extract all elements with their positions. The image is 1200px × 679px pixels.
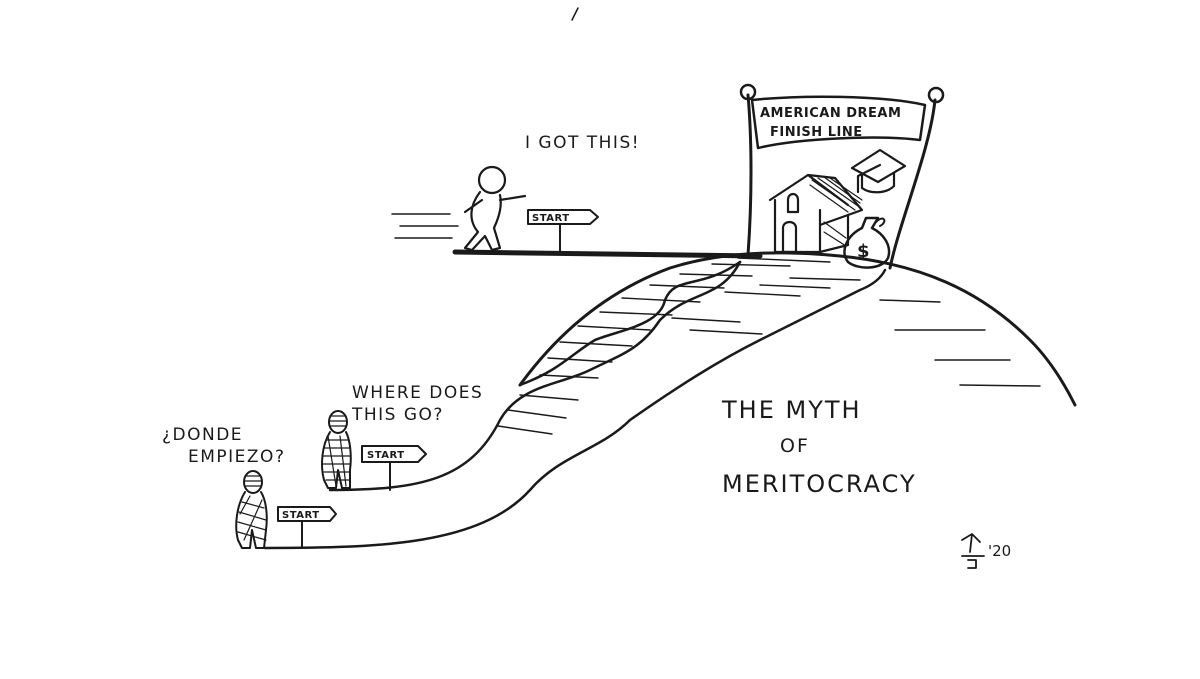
bottom-walker-figure bbox=[235, 470, 268, 549]
left-pole bbox=[746, 93, 753, 257]
finish-banner-line-2: FINISH LINE bbox=[770, 125, 863, 140]
graduation-cap-icon bbox=[850, 148, 907, 194]
cartoon-title: THE MYTH OF MERITOCRACY bbox=[721, 396, 917, 498]
stray-mark bbox=[571, 7, 579, 21]
finish-banner-line-1: AMERICAN DREAM bbox=[760, 106, 901, 121]
artist-signature: '20 bbox=[961, 533, 1011, 569]
sign-top-label: START bbox=[532, 213, 570, 224]
sign-bottom-label: START bbox=[282, 510, 320, 521]
signature-year: '20 bbox=[988, 542, 1011, 560]
middle-walker: START WHERE DOES THIS GO? bbox=[321, 383, 483, 491]
finish-banner bbox=[750, 95, 927, 150]
sign-middle: START bbox=[361, 445, 427, 491]
runner-figure bbox=[463, 165, 527, 252]
signature-glyph bbox=[961, 533, 985, 569]
house-icon bbox=[768, 173, 864, 254]
road-right-edge bbox=[263, 268, 887, 550]
speech-top-runner: I GOT THIS! bbox=[525, 133, 640, 153]
speech-middle-line-1: WHERE DOES bbox=[352, 383, 483, 403]
road bbox=[263, 257, 887, 550]
hill bbox=[518, 251, 1077, 407]
road-inner-edge bbox=[518, 260, 742, 387]
speech-bottom-line-2: EMPIEZO? bbox=[188, 447, 285, 467]
finish-arch: AMERICAN DREAM FINISH LINE bbox=[739, 83, 945, 270]
right-pole bbox=[888, 98, 937, 270]
money-bag-symbol: $ bbox=[857, 241, 870, 262]
road-left-edge bbox=[328, 260, 742, 492]
sign-bottom: START bbox=[277, 506, 337, 549]
bottom-walker: START ¿DONDE EMPIEZO? bbox=[162, 425, 337, 549]
sign-top: START bbox=[527, 209, 599, 253]
hill-shading bbox=[879, 299, 1041, 387]
left-pole-knob bbox=[739, 83, 757, 101]
title-line-2: OF bbox=[780, 435, 810, 457]
speed-lines bbox=[391, 213, 459, 239]
speech-bottom-line-1: ¿DONDE bbox=[162, 425, 243, 445]
top-platform bbox=[391, 213, 763, 259]
title-line-1: THE MYTH bbox=[721, 396, 862, 424]
sign-middle-label: START bbox=[367, 450, 405, 461]
road-steps bbox=[497, 257, 861, 435]
title-line-3: MERITOCRACY bbox=[722, 470, 917, 498]
money-bag-icon: $ bbox=[843, 216, 891, 269]
right-pole-knob bbox=[927, 86, 945, 104]
speech-middle-line-2: THIS GO? bbox=[351, 405, 444, 425]
middle-walker-figure bbox=[321, 410, 352, 489]
elevated-ledge bbox=[452, 249, 763, 259]
hill-outline bbox=[518, 251, 1077, 407]
